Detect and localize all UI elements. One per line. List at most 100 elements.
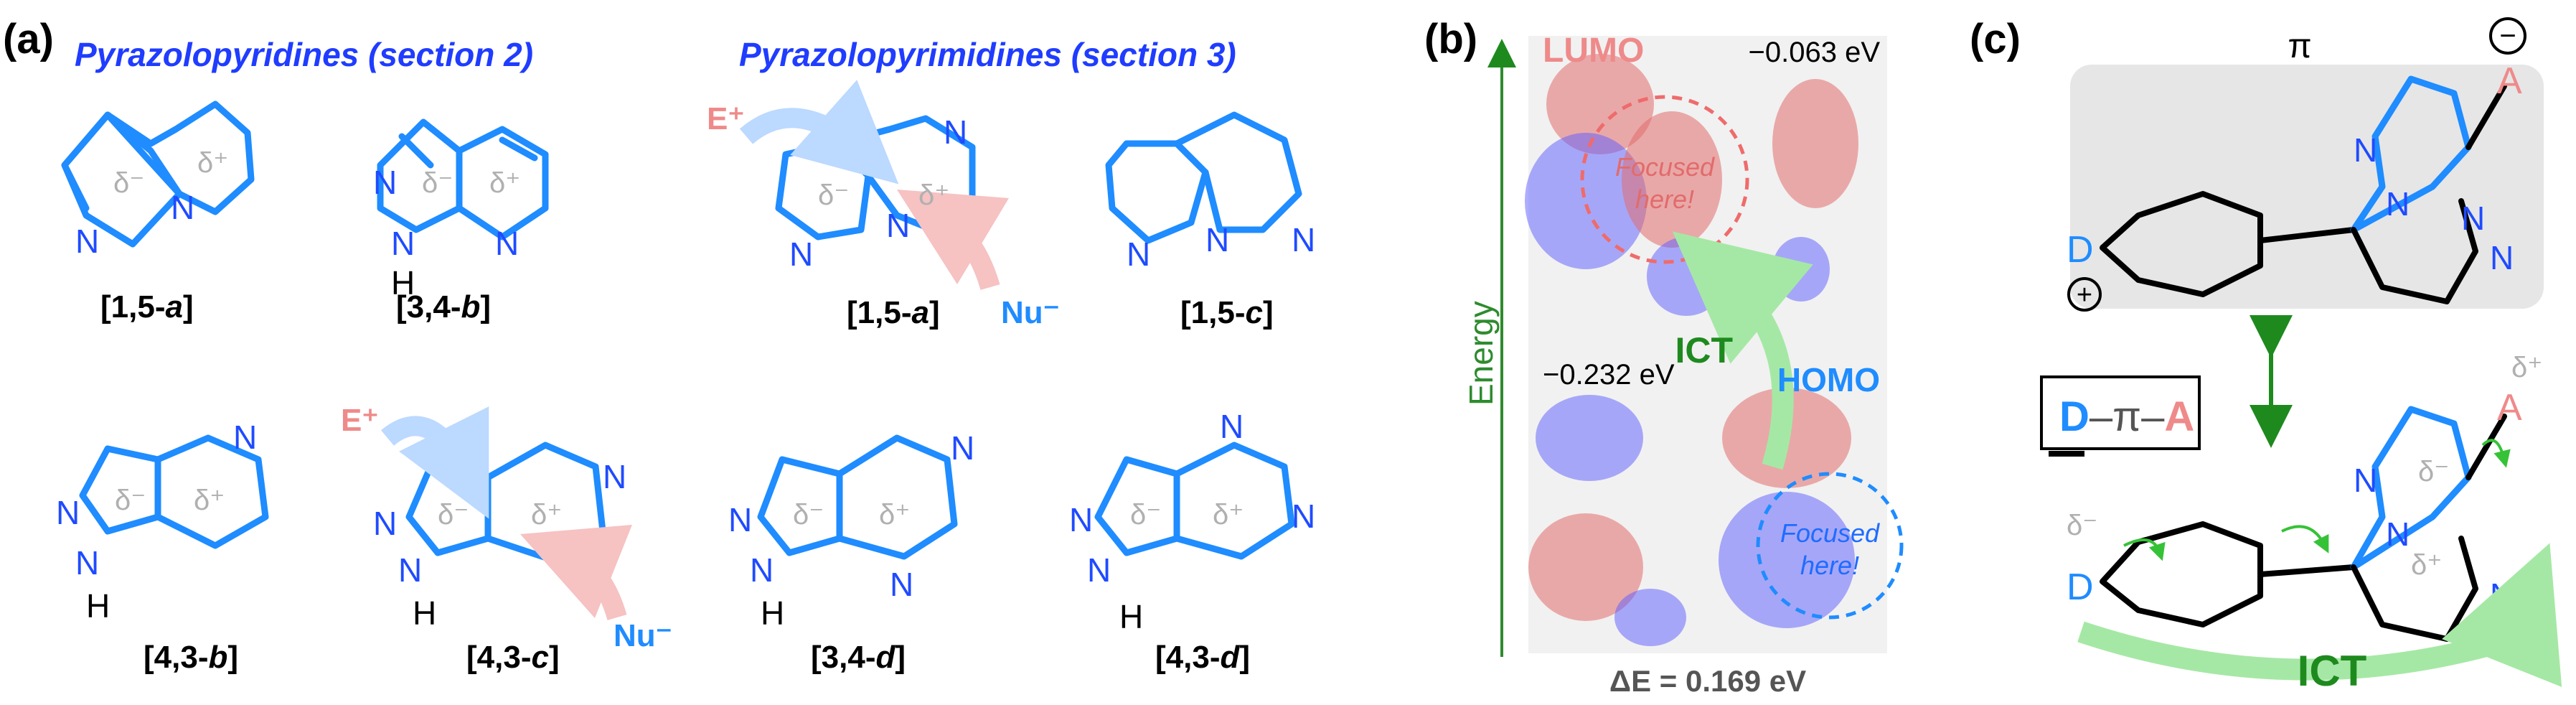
structure-name: [1,5-a]: [100, 289, 194, 325]
homo-energy: −0.232 eV: [1543, 359, 1675, 391]
donor-d: D: [2067, 229, 2094, 271]
ict-arrow-c: [2077, 543, 2562, 687]
ict-arrow: [1672, 231, 1813, 470]
structure-name: [4,3-c]: [466, 640, 560, 675]
delta-minus: δ⁻: [115, 485, 146, 516]
electrophile-arrow: [381, 406, 489, 519]
atom-n: N: [233, 419, 257, 456]
pyrazole-ring: [61, 111, 183, 248]
pyrimidine-ring: [1173, 111, 1302, 233]
structure-pyrazolo-4-3-c-pyridine: E⁺ Nu⁻ N N N H δ⁻ δ⁺ [4,3-c]: [341, 403, 672, 675]
atom-n: N: [171, 189, 194, 226]
structure-pyrazolo-1-5-a-pyrimidine: E⁺ Nu⁻ N N N δ⁻ δ⁺ [1,5-a]: [707, 80, 1060, 330]
electron-push-arrow: [2281, 525, 2329, 554]
energy-axis-label: Energy: [1462, 301, 1500, 406]
atom-n: N: [886, 207, 910, 244]
atom-n: N: [2490, 576, 2514, 614]
nucleophile-arrow: [896, 189, 1010, 291]
atom-n: N: [1069, 501, 1093, 538]
panel-c-label: (c): [1970, 16, 2021, 62]
electron-push-arrow: [2123, 538, 2166, 561]
atom-n: N: [75, 223, 99, 260]
structure-name: [1,5-a]: [847, 295, 940, 330]
atom-h: H: [86, 587, 110, 625]
benzene-ring: [2100, 521, 2263, 627]
delta-minus: δ⁻: [438, 499, 469, 531]
delta-minus: δ⁻: [422, 167, 453, 199]
structure-pyrazolo-4-3-b-pyridine: N N N H δ⁻ δ⁺ [4,3-b]: [56, 419, 269, 675]
atom-n: N: [603, 458, 626, 495]
atom-n: N: [890, 566, 913, 603]
atom-n: N: [391, 225, 415, 262]
plus-charge: +: [2077, 280, 2092, 310]
homo-orbital-lobes: [1528, 388, 1855, 646]
structure-pyrazolo-3-4-d-pyrimidine: N N N N H δ⁻ δ⁺ [3,4-d]: [728, 429, 974, 675]
panel-a-label: (a): [3, 16, 54, 62]
nucleophile-label: Nu⁻: [614, 618, 672, 653]
panel-b-label: (b): [1424, 16, 1477, 62]
atom-n: N: [2490, 239, 2514, 276]
pyrazole-ring: [1094, 456, 1180, 556]
pyrazole-ring: [1105, 140, 1209, 244]
structure-pyrazolo-1-5-c-pyrimidine: N N N [1,5-c]: [1105, 111, 1315, 330]
pyrimidine-ring: [836, 434, 958, 560]
delta-minus-ring: δ⁻: [2418, 456, 2449, 487]
pyrimidine-ring-c: [2351, 83, 2507, 304]
d-pi-a-legend-box: [2040, 375, 2201, 450]
lumo-focused-text-2: here!: [1635, 185, 1694, 214]
pyrazole-ring: [757, 456, 843, 556]
heading-pyrazolopyrimidines: Pyrazolopyrimidines (section 3): [739, 36, 1236, 73]
atom-n: N: [2386, 515, 2410, 553]
ict-label-b: ICT: [1675, 330, 1733, 370]
atom-n: N: [2461, 200, 2485, 237]
atom-h: H: [761, 594, 784, 632]
atom-n: N: [789, 235, 813, 273]
delta-minus: δ⁻: [818, 179, 849, 211]
atom-h: H: [413, 594, 436, 632]
atom-n: N: [2386, 185, 2410, 223]
nucleophile-label: Nu⁻: [1001, 295, 1060, 330]
atom-n: N: [944, 113, 967, 151]
pyrimidine-ring: [1173, 442, 1295, 560]
minus-charge-circle: [2489, 17, 2526, 55]
heading-pyrazolopyridines: Pyrazolopyridines (section 2): [75, 36, 533, 73]
donor-d-2: D: [2067, 566, 2094, 608]
homo-focus-circle: [1756, 472, 1904, 620]
atom-n: N: [1292, 221, 1315, 258]
lumo-focus-circle: [1580, 95, 1749, 264]
delta-e-label: ΔE = 0.169 eV: [1609, 664, 1806, 698]
atom-h: H: [1119, 598, 1143, 635]
ict-label-c: ICT: [2298, 647, 2367, 695]
legend-underline: [2049, 451, 2084, 457]
electrophile-label: E⁺: [341, 403, 379, 438]
delta-plus: δ⁺: [197, 147, 228, 179]
pyridine-ring: [154, 434, 269, 549]
structure-pyrazolo-1-5-a-pyridine: N N δ⁻ δ⁺ [1,5-a]: [61, 101, 255, 325]
lumo-energy: −0.063 eV: [1749, 37, 1881, 68]
d-pi-a-legend: D–π–A: [2059, 393, 2194, 440]
pi-label: π: [2288, 27, 2311, 65]
atom-n: N: [2354, 462, 2377, 499]
delta-plus: δ⁺: [489, 167, 520, 199]
delta-plus-acceptor: δ⁺: [2511, 352, 2542, 383]
atom-n: N: [2354, 131, 2377, 169]
atom-n: N: [1220, 408, 1244, 445]
pyrazole-ring-c2: [2350, 406, 2472, 571]
structure-name: [4,3-b]: [144, 640, 238, 675]
atom-n: N: [1292, 498, 1315, 535]
pyrazole-ring-c: [2350, 75, 2472, 233]
delta-plus: δ⁺: [879, 499, 910, 531]
structure-name: [3,4-d]: [811, 640, 906, 675]
atom-n: N: [398, 551, 422, 589]
atom-h: H: [391, 264, 415, 302]
atom-n: N: [728, 501, 752, 538]
nucleophile-arrow: [520, 525, 633, 621]
atom-n: N: [373, 505, 397, 542]
structure-name: [1,5-c]: [1180, 295, 1274, 330]
atom-n: N: [1127, 235, 1150, 273]
minus-charge: −: [2499, 20, 2516, 52]
atom-n: N: [56, 494, 80, 531]
exocyclic-bond: [2257, 227, 2356, 243]
atom-n: N: [951, 429, 974, 467]
